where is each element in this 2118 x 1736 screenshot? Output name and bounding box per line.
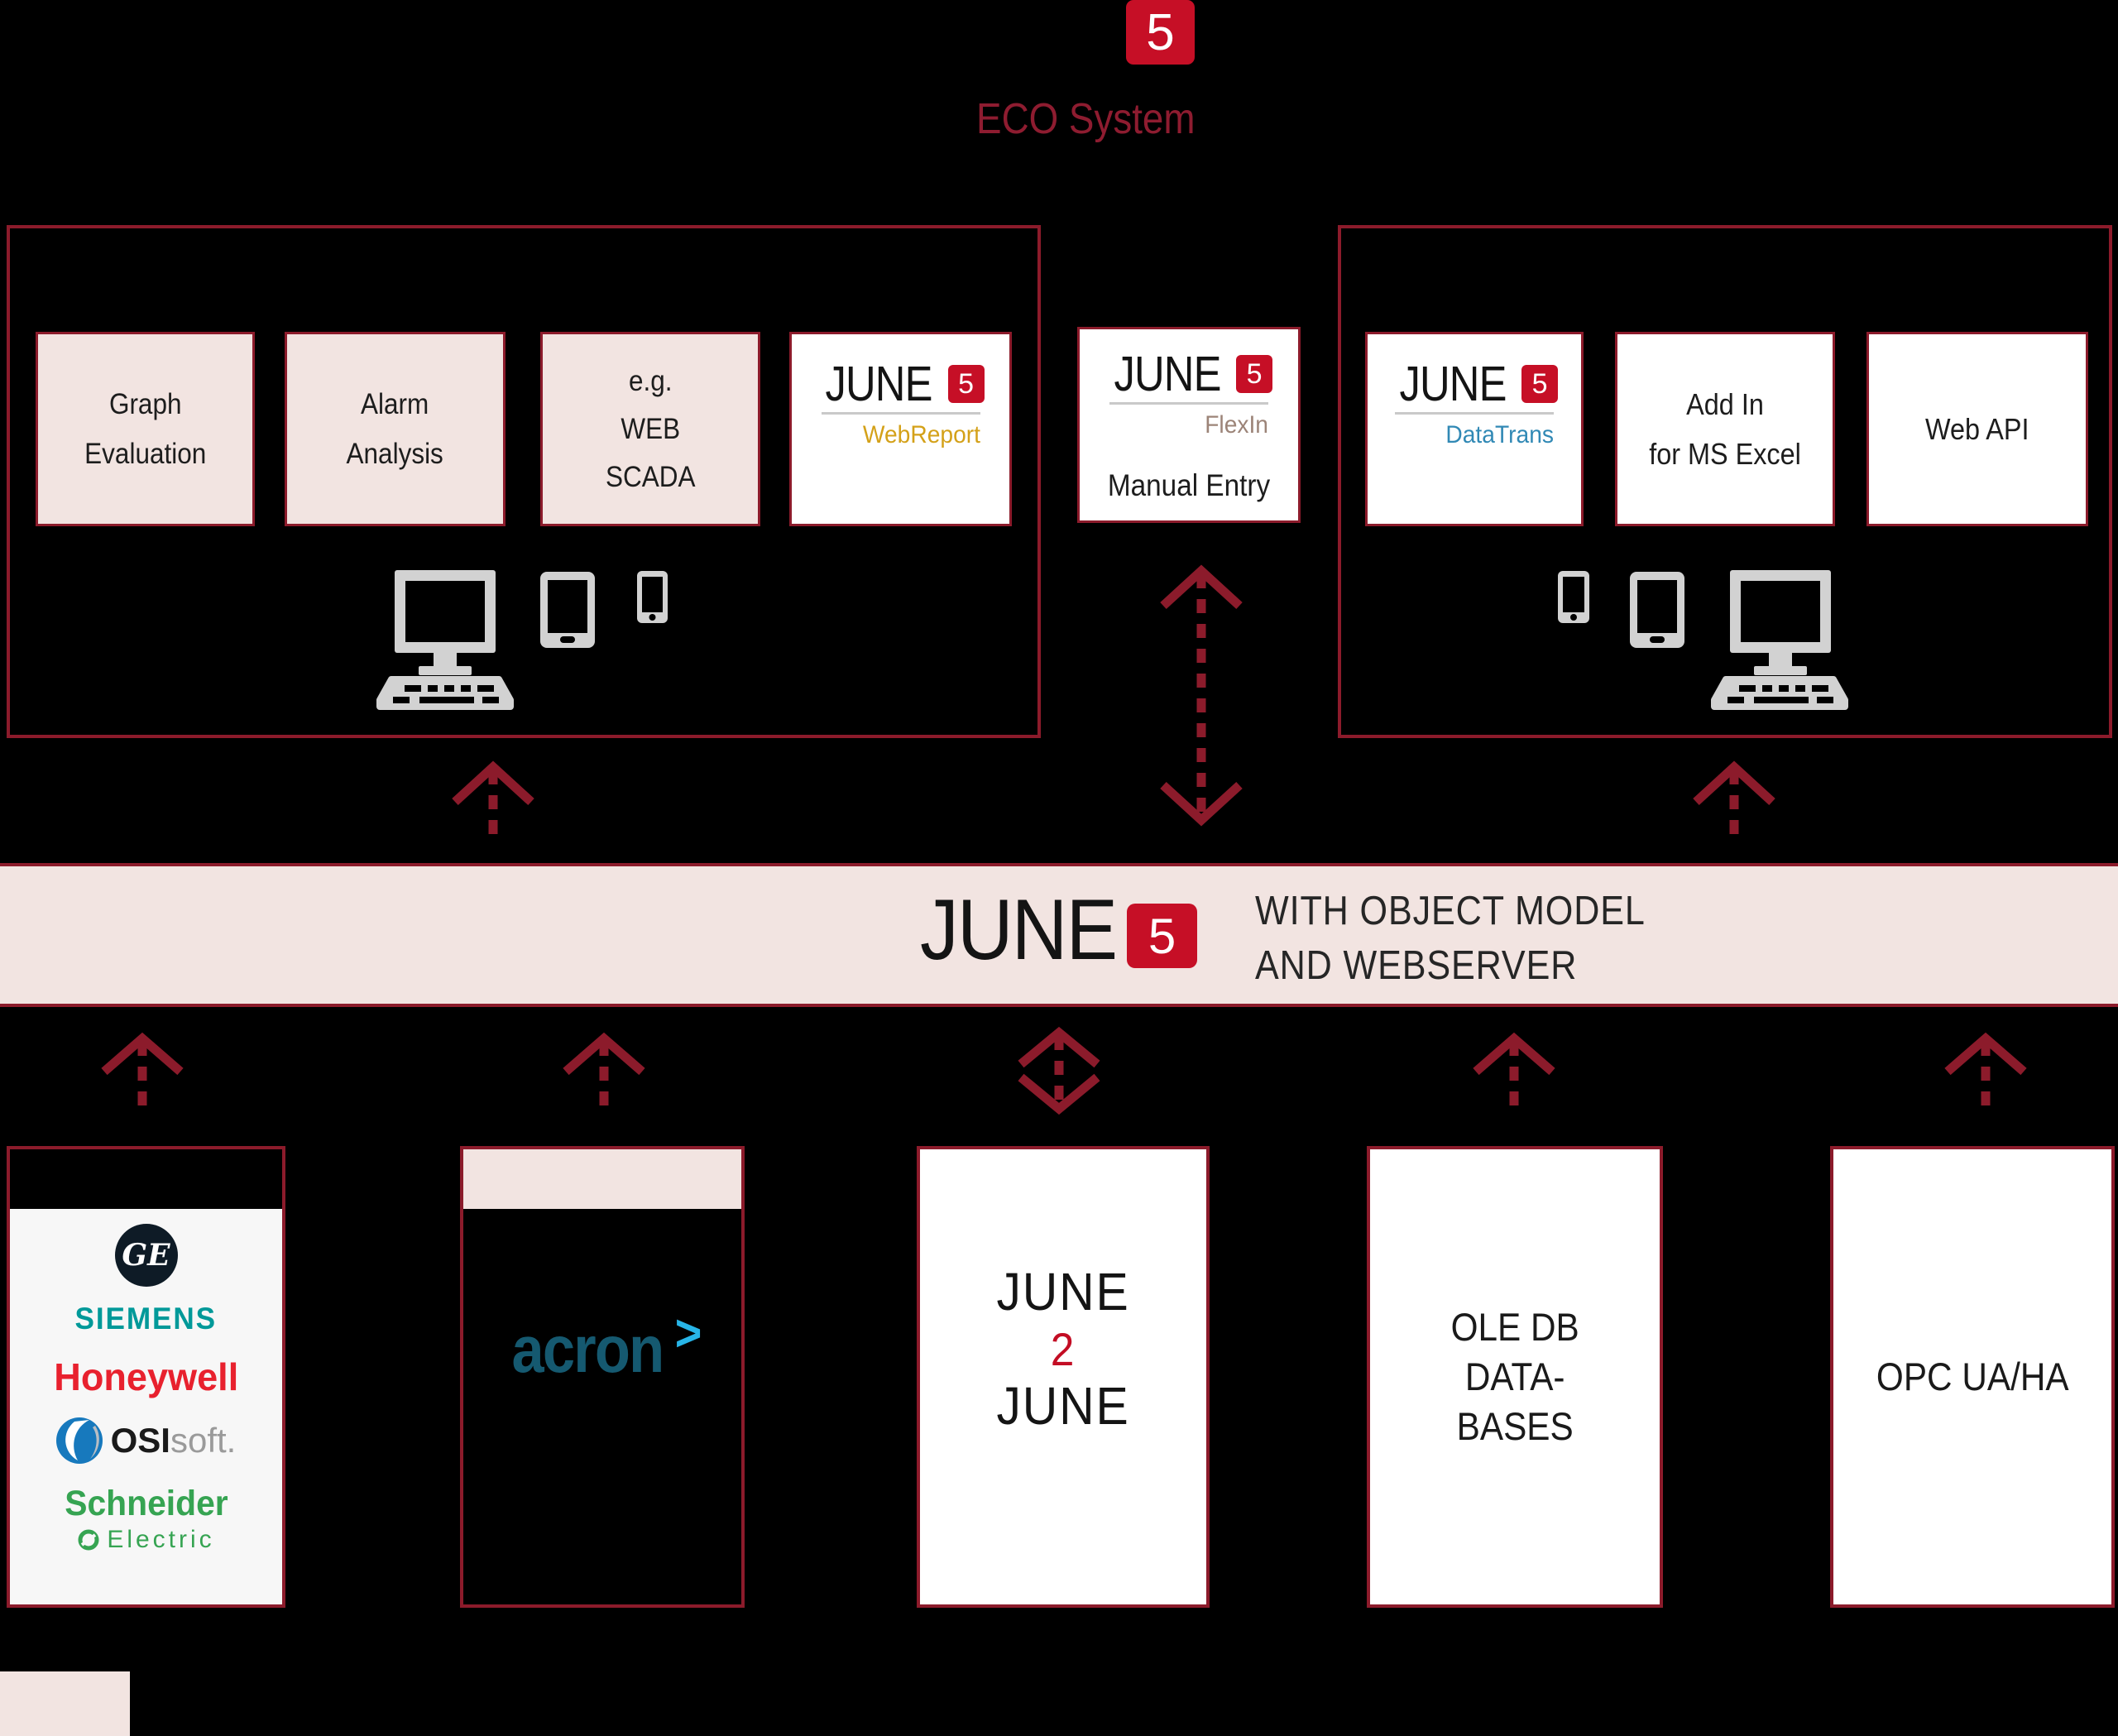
logo-rule [821, 412, 980, 415]
j2j-line: JUNE [996, 1262, 1130, 1321]
desktop-tablet-phone-icons [376, 570, 668, 710]
june5-badge: 5 [1126, 0, 1195, 65]
oledb-line: DATA- [1464, 1355, 1565, 1398]
osi-bold-text: OSI [110, 1421, 170, 1460]
caption-line: WITH OBJECT MODEL [1255, 889, 1646, 933]
label-line: Evaluation [84, 437, 207, 470]
label-line: e.g. [628, 364, 673, 397]
source-box-vendors: GE SIEMENS Honeywell OSIsoft. Schneider [7, 1146, 285, 1608]
acron-wordmark: acron [511, 1312, 664, 1386]
june5-datatrans-logo: JUNE 5 DataTrans [1395, 357, 1559, 449]
arrow-up-opc [1944, 1032, 2027, 1114]
logo-brand: JUNE [1114, 347, 1221, 401]
app-box-manual-entry: JUNE 5 FlexIn Manual Entry [1077, 327, 1301, 523]
badge-digit: 5 [1148, 908, 1176, 964]
schneider-logo: Schneider [64, 1484, 228, 1523]
source-box-june2june: JUNE 2 JUNE [917, 1146, 1210, 1608]
osisoft-sphere-icon [55, 1417, 103, 1464]
arrow-up-vendors [101, 1032, 184, 1114]
arrow-up-acron [563, 1032, 645, 1114]
label-line: Alarm [361, 387, 429, 420]
manual-entry-caption: Manual Entry [1107, 468, 1271, 502]
app-box-alarm-analysis: Alarm Analysis [285, 332, 506, 526]
logo-rule [1395, 412, 1554, 415]
app-box-datatrans: JUNE 5 DataTrans [1365, 332, 1584, 526]
oledb-line: BASES [1456, 1404, 1574, 1448]
june5-flexin-logo: JUNE 5 FlexIn [1109, 347, 1273, 439]
source-box-acron: acron> [460, 1146, 745, 1608]
logo-badge: 5 [947, 365, 985, 403]
june5-webreport-logo: JUNE 5 WebReport [821, 357, 985, 449]
acron-chevron-icon: > [674, 1305, 702, 1362]
j2j-line-2: 2 [1050, 1323, 1076, 1375]
arrow-up-oledb [1473, 1032, 1555, 1114]
osi-light-text: soft. [170, 1421, 237, 1460]
logo-brand: JUNE [1399, 357, 1507, 411]
label-line: WEB [621, 412, 680, 445]
client-apps-group-right: JUNE 5 DataTrans Add In for MS Excel Web… [1338, 225, 2112, 738]
acron-logo: acron> [463, 1305, 741, 1388]
app-box-web-api: Web API [1866, 332, 2088, 526]
label-line: Graph [108, 387, 182, 420]
client-apps-group-left: Graph Evaluation Alarm Analysis e.g. WEB… [7, 225, 1041, 738]
logo-badge: 5 [1521, 365, 1559, 403]
badge-digit: 5 [1146, 3, 1175, 61]
june5-core-band [0, 863, 2118, 1007]
schneider-glyph-icon [78, 1529, 99, 1551]
logo-brand: JUNE [825, 357, 933, 411]
app-box-excel-addin: Add In for MS Excel [1615, 332, 1835, 526]
logo-product: WebReport [862, 421, 980, 448]
logo-product: FlexIn [1205, 411, 1268, 439]
acron-header-strip [463, 1149, 741, 1209]
siemens-logo: SIEMENS [74, 1302, 218, 1336]
label-line: for MS Excel [1649, 436, 1801, 471]
logo-product: DataTrans [1445, 421, 1554, 448]
source-box-oledb: OLE DB DATA- BASES [1367, 1146, 1663, 1608]
honeywell-logo: Honeywell [54, 1355, 238, 1398]
arrow-up-left-group [452, 760, 534, 845]
j2j-line: JUNE [996, 1376, 1130, 1436]
label-line: SCADA [605, 460, 696, 493]
logo-badge: 5 [1236, 355, 1273, 393]
oledb-line: OLE DB [1450, 1305, 1579, 1349]
arrow-up-right-group [1693, 760, 1775, 845]
label-line: Web API [1925, 411, 2029, 446]
core-badge: 5 [1127, 904, 1197, 968]
page-title: ECO System [975, 95, 1195, 143]
core-brand: JUNE [920, 882, 1118, 978]
schneider-electric-text: Electric [107, 1526, 215, 1553]
app-box-webreport: JUNE 5 WebReport [789, 332, 1012, 526]
ge-logo: GE [114, 1224, 178, 1287]
label-line: Add In [1686, 386, 1764, 421]
osisoft-logo: OSIsoft. [55, 1417, 237, 1464]
core-caption: WITH OBJECT MODEL AND WEBSERVER [1255, 884, 1646, 993]
arrow-double-manual-entry [1160, 564, 1243, 827]
label-line: Analysis [346, 437, 444, 470]
app-box-graph-evaluation: Graph Evaluation [36, 332, 255, 526]
schneider-electric-row: Electric [77, 1526, 214, 1554]
logo-rule [1109, 402, 1268, 405]
opc-label: OPC UA/HA [1876, 1355, 2069, 1398]
app-box-web-scada: e.g. WEB SCADA [540, 332, 760, 526]
phone-tablet-desktop-icons [1558, 570, 1848, 710]
vendor-logos-panel: GE SIEMENS Honeywell OSIsoft. Schneider [10, 1209, 282, 1604]
source-box-opc: OPC UA/HA [1830, 1146, 2115, 1608]
ge-monogram: GE [122, 1238, 170, 1273]
caption-line: AND WEBSERVER [1255, 943, 1578, 988]
corner-accent-block [0, 1671, 130, 1736]
arrow-double-june2june [1018, 1026, 1100, 1115]
